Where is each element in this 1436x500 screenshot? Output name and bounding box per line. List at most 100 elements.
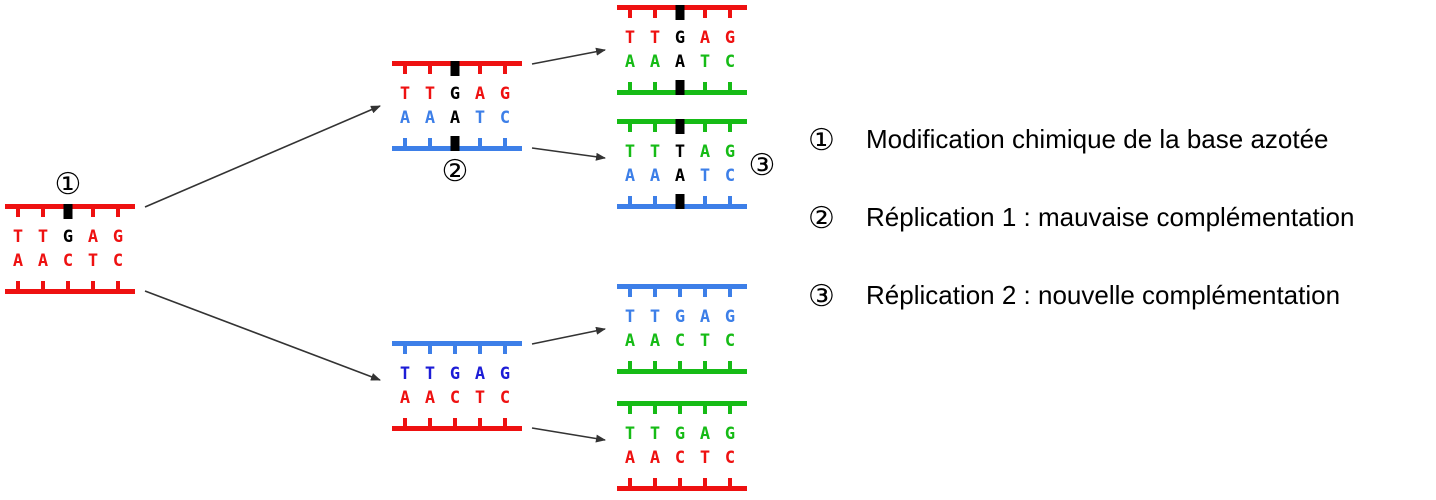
bottom-base-letter: T <box>700 52 710 72</box>
bottom-strand-tooth <box>703 82 707 95</box>
top-strand-tooth <box>453 341 457 354</box>
mismatched-base-marker <box>450 136 460 151</box>
top-base-letter: G <box>725 142 735 162</box>
legend-text-3: Réplication 2 : nouvelle complémentation <box>866 280 1340 310</box>
bottom-strand-tooth <box>503 138 507 151</box>
bottom-strand-tooth <box>628 478 632 491</box>
top-strand-tooth <box>728 401 732 414</box>
top-strand-tooth <box>703 401 707 414</box>
top-strand-tooth <box>728 5 732 18</box>
top-strand-tooth <box>16 204 20 217</box>
bottom-base-letter: A <box>38 251 48 271</box>
top-base-letter: A <box>700 142 710 162</box>
top-strand-tooth <box>653 284 657 297</box>
top-strand-tooth <box>653 401 657 414</box>
bottom-strand-tooth <box>703 196 707 209</box>
top-base-letter: G <box>725 424 735 444</box>
top-base-letter: G <box>450 364 460 384</box>
legend-number-2: ② <box>808 201 835 236</box>
top-base-letter: A <box>475 364 485 384</box>
bottom-strand-tooth <box>678 361 682 374</box>
legend-item-3: ③ Réplication 2 : nouvelle complémentati… <box>808 279 1340 314</box>
bottom-base-letter: T <box>475 388 485 408</box>
bottom-base-letter: C <box>725 52 735 72</box>
bottom-base-letter: A <box>650 448 660 468</box>
top-base-letter: T <box>650 28 660 48</box>
top-base-letter: T <box>625 28 635 48</box>
bottom-strand-tooth <box>116 281 120 294</box>
top-base-letter: T <box>425 84 435 104</box>
bottom-strand-tooth <box>503 418 507 431</box>
legend-number-1: ① <box>808 123 835 158</box>
top-base-letter: A <box>700 28 710 48</box>
top-base-letter: A <box>700 307 710 327</box>
bottom-strand-tooth <box>703 478 707 491</box>
bottom-base-letter: C <box>450 388 460 408</box>
bottom-strand-tooth <box>478 138 482 151</box>
top-strand-tooth <box>403 61 407 74</box>
bottom-base-letter: T <box>700 448 710 468</box>
top-base-letter: G <box>725 307 735 327</box>
top-strand-tooth <box>653 119 657 132</box>
top-base-letter: G <box>675 424 685 444</box>
bottom-strand-tooth <box>728 361 732 374</box>
step-number-label: ③ <box>749 148 776 183</box>
top-base-letter: G <box>500 84 510 104</box>
replication-arrow <box>531 47 606 65</box>
bottom-base-letter: A <box>675 166 685 186</box>
bottom-base-letter: C <box>675 331 685 351</box>
bottom-base-letter: C <box>675 448 685 468</box>
arrows-layer <box>144 47 606 443</box>
top-base-letter: T <box>650 142 660 162</box>
bottom-base-letter: C <box>500 108 510 128</box>
top-strand-tooth <box>728 119 732 132</box>
bottom-strand-tooth <box>653 478 657 491</box>
bottom-base-letter: A <box>625 166 635 186</box>
bottom-strand-tooth <box>16 281 20 294</box>
bottom-base-letter: C <box>113 251 123 271</box>
top-base-letter: T <box>625 307 635 327</box>
top-base-letter: T <box>13 227 23 247</box>
top-strand-tooth <box>628 119 632 132</box>
bottom-strand-tooth <box>628 82 632 95</box>
top-base-letter: T <box>425 364 435 384</box>
bottom-base-letter: T <box>700 166 710 186</box>
legend-item-2: ② Réplication 1 : mauvaise complémentati… <box>808 201 1354 236</box>
bottom-base-letter: A <box>400 108 410 128</box>
top-base-letter: T <box>38 227 48 247</box>
top-strand-tooth <box>428 61 432 74</box>
replication-arrow <box>531 427 606 443</box>
bottom-strand-tooth <box>653 82 657 95</box>
bottom-base-letter: A <box>650 166 660 186</box>
replication-arrow <box>531 326 606 345</box>
bottom-base-letter: C <box>725 166 735 186</box>
top-strand-tooth <box>478 61 482 74</box>
top-strand-tooth <box>403 341 407 354</box>
top-base-letter: G <box>113 227 123 247</box>
bottom-base-letter: A <box>625 52 635 72</box>
top-base-letter: T <box>400 84 410 104</box>
bottom-strand-tooth <box>703 361 707 374</box>
bottom-base-letter: A <box>650 52 660 72</box>
top-base-letter: G <box>725 28 735 48</box>
top-base-letter: A <box>88 227 98 247</box>
top-strand-tooth <box>91 204 95 217</box>
top-strand-tooth <box>678 401 682 414</box>
bottom-strand-tooth <box>728 478 732 491</box>
top-strand-tooth <box>728 284 732 297</box>
bottom-base-letter: T <box>700 331 710 351</box>
mismatched-base-marker <box>675 80 685 95</box>
top-strand-tooth <box>628 284 632 297</box>
top-strand-tooth <box>703 119 707 132</box>
top-base-letter: A <box>475 84 485 104</box>
bottom-base-letter: T <box>475 108 485 128</box>
bottom-strand-tooth <box>728 196 732 209</box>
top-base-letter: T <box>650 307 660 327</box>
